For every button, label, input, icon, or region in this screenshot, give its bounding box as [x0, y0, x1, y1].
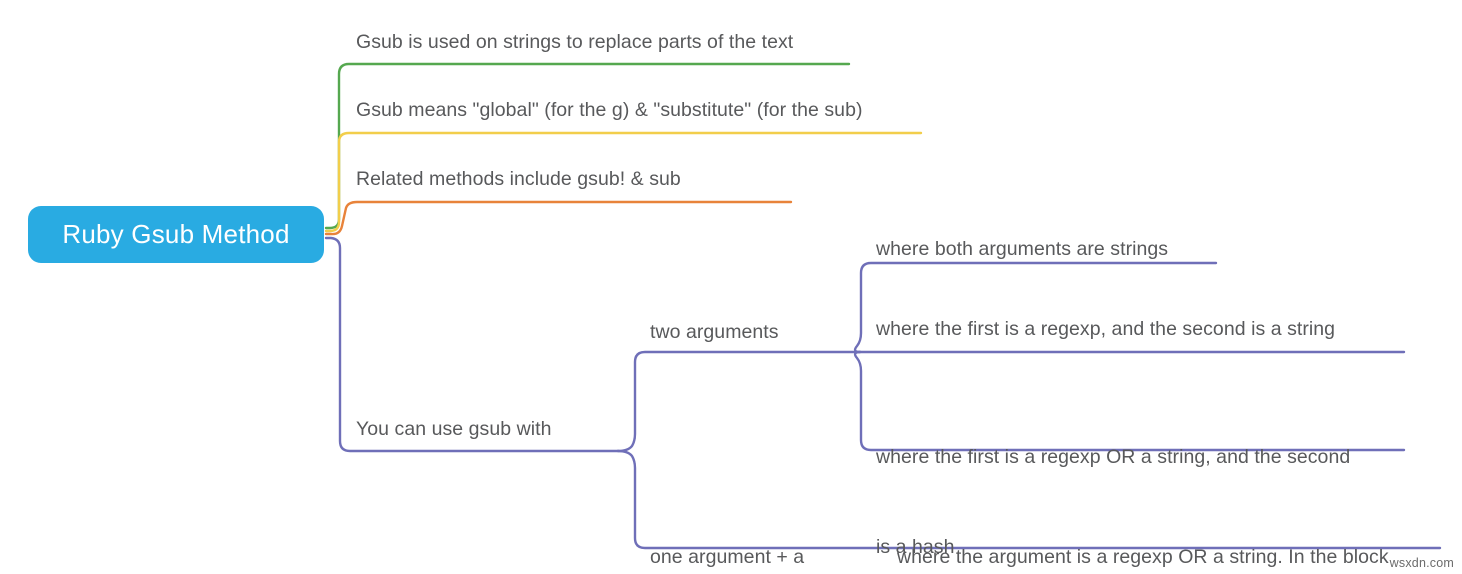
connector-branch-3	[324, 200, 793, 236]
node-argument-regexp-or-string-block-line-1: where the argument is a regexp OR a stri…	[897, 546, 1389, 568]
watermark: wsxdn.com	[1389, 556, 1454, 570]
node-branch-2-label[interactable]: Gsub means "global" (for the g) & "subst…	[356, 99, 863, 121]
node-first-regexp-or-string-second-hash-line-1: where the first is a regexp OR a string,…	[876, 446, 1351, 468]
node-branch-3-label[interactable]: Related methods include gsub! & sub	[356, 168, 681, 190]
connector-branch-1	[324, 62, 851, 230]
node-branch-1-label[interactable]: Gsub is used on strings to replace parts…	[356, 31, 794, 53]
node-argument-regexp-or-string-block[interactable]: where the argument is a regexp OR a stri…	[897, 482, 1389, 574]
connector-branch-4-spine	[616, 350, 862, 453]
node-two-arguments-label[interactable]: two arguments	[650, 321, 779, 343]
node-both-arguments-strings-label[interactable]: where both arguments are strings	[876, 238, 1169, 260]
node-branch-4-label[interactable]: You can use gsub with	[356, 418, 552, 440]
node-first-regexp-or-string-second-hash-line-2: is a hash	[876, 536, 955, 558]
root-node[interactable]: Ruby Gsub Method	[28, 206, 324, 263]
root-node-label: Ruby Gsub Method	[62, 219, 290, 249]
node-one-argument-block-line-1: one argument + a	[650, 546, 805, 568]
node-first-regexp-second-string-label[interactable]: where the first is a regexp, and the sec…	[876, 318, 1336, 340]
node-first-regexp-or-string-second-hash[interactable]: where the first is a regexp OR a string,…	[876, 382, 1350, 574]
node-one-argument-block[interactable]: one argument + a block	[650, 482, 804, 574]
